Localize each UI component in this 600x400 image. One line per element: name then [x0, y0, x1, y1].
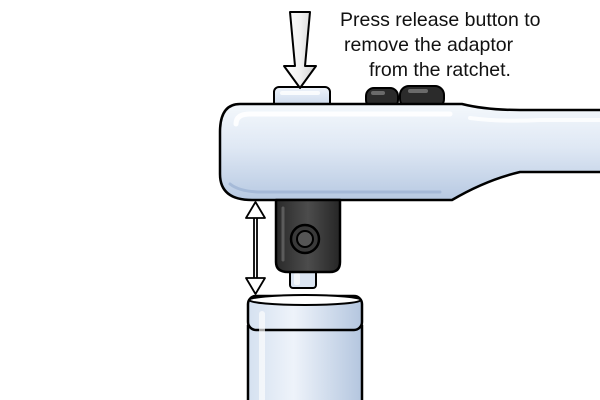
- caption-line-1: Press release button to: [340, 9, 541, 31]
- down-arrow-icon: [283, 11, 317, 89]
- socket: [246, 294, 364, 400]
- caption-line-2: remove the adaptor: [344, 34, 514, 56]
- ratchet-head: [218, 102, 600, 202]
- double-headed-vertical-arrow-icon: [245, 201, 266, 295]
- caption-line-3: from the ratchet.: [369, 59, 511, 81]
- square-drive-adaptor: [274, 198, 342, 289]
- instruction-caption: Press release button to remove the adapt…: [300, 8, 600, 83]
